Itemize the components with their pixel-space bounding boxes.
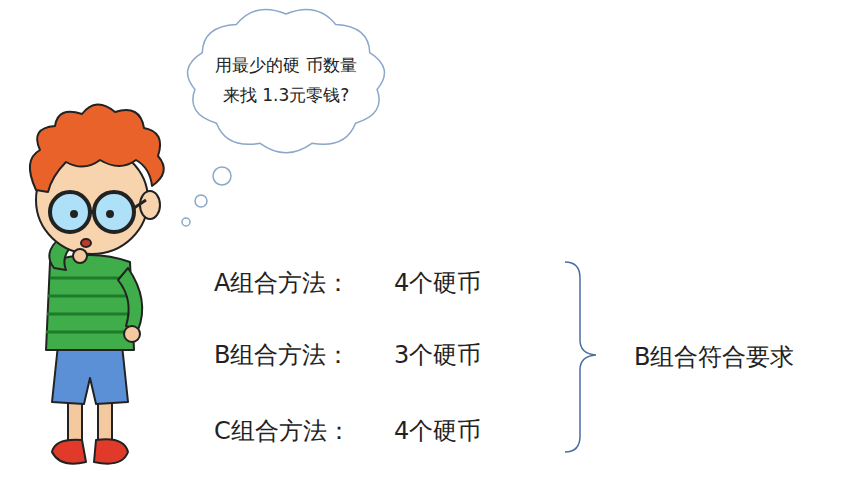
coin-count: 4个硬币 bbox=[394, 268, 481, 298]
thought-bubble bbox=[182, 218, 190, 226]
method-name: B组合方法： bbox=[214, 340, 350, 370]
boy-cartoon bbox=[30, 104, 164, 463]
conclusion-text: B组合符合要求 bbox=[634, 342, 794, 372]
cloud-outline bbox=[186, 6, 386, 154]
method-name: C组合方法： bbox=[214, 416, 351, 446]
coin-count: 4个硬币 bbox=[394, 416, 481, 446]
coin-count: 3个硬币 bbox=[394, 340, 481, 370]
thought-cloud: 用最少的硬 币数量来找 1.3元零钱? bbox=[186, 6, 386, 154]
thought-bubble bbox=[195, 195, 207, 207]
thought-bubble bbox=[213, 167, 231, 185]
curly-brace bbox=[565, 262, 596, 452]
method-name: A组合方法： bbox=[214, 268, 350, 298]
thought-text: 用最少的硬 币数量来找 1.3元零钱? bbox=[214, 50, 358, 110]
